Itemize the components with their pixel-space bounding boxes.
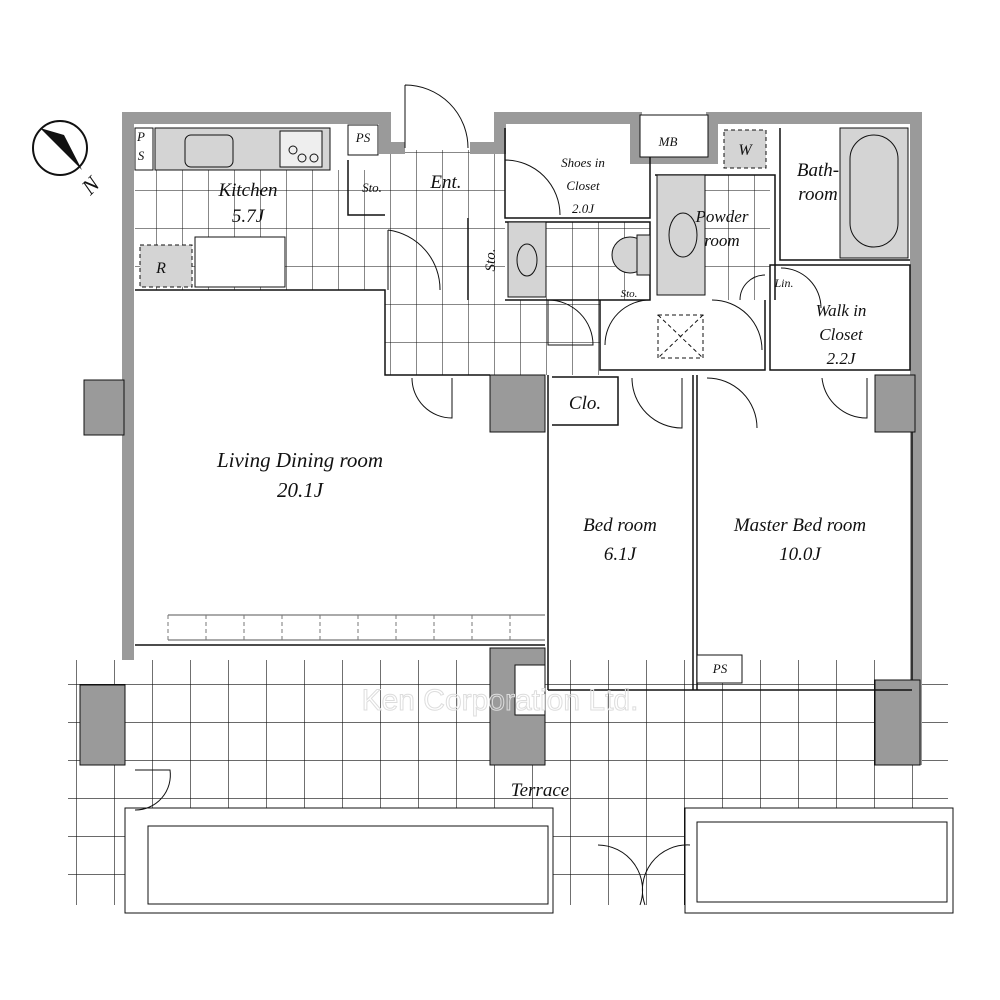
sink-icon	[184, 134, 234, 168]
stove-icon	[279, 130, 323, 168]
watermark: Ken Corporation Ltd.	[362, 684, 639, 717]
north-compass-icon: N	[32, 120, 106, 200]
ps-label: P	[136, 129, 145, 144]
bathroom-label: Bath-	[797, 160, 839, 181]
mb-label: MB	[658, 134, 678, 149]
storage-hall-label: Sto.	[483, 249, 499, 272]
walk-in-closet-size: 2.2J	[827, 349, 857, 368]
sliding-door-track	[168, 614, 545, 641]
powder-floor	[705, 175, 770, 300]
ps-bottom-label: PS	[712, 661, 728, 676]
shoes-closet-label-2: Closet	[566, 178, 600, 193]
outer-walls	[122, 112, 922, 765]
kitchen-size: 5.7J	[232, 206, 266, 227]
ps-top-label: PS	[355, 130, 371, 145]
door-swings	[134, 84, 868, 906]
walk-in-closet-label-2: Closet	[819, 325, 864, 344]
powder-room-label: Powder	[695, 207, 749, 226]
column	[874, 374, 916, 433]
storage-small-label: Sto.	[621, 288, 638, 300]
shoes-closet-label: Shoes in	[561, 155, 605, 170]
washer-label: W	[738, 142, 753, 159]
ps-label-2: S	[138, 148, 145, 163]
terrace-label: Terrace	[511, 780, 569, 801]
entrance-floor	[385, 150, 505, 375]
column	[874, 679, 921, 766]
column	[489, 374, 546, 433]
kitchen-island	[194, 236, 286, 288]
living-label: Living Dining room	[216, 448, 383, 472]
column	[79, 684, 126, 766]
master-bedroom-size: 10.0J	[779, 544, 822, 565]
storage-entrance-label: Sto.	[362, 180, 382, 195]
walk-in-closet-label: Walk in	[816, 301, 867, 320]
bedroom-label: Bed room	[583, 515, 657, 536]
hall-floor	[505, 300, 600, 375]
bathroom-label-2: room	[798, 184, 837, 205]
compass-label: N	[76, 170, 106, 200]
linen-label: Lin.	[773, 276, 793, 290]
bedroom-size: 6.1J	[604, 544, 638, 565]
column	[83, 379, 125, 436]
powder-room-label-2: room	[704, 231, 739, 250]
fridge-space	[139, 244, 193, 288]
living-size: 20.1J	[277, 478, 325, 502]
fridge-label: R	[155, 260, 166, 277]
closet-label: Clo.	[569, 393, 601, 414]
kitchen-label: Kitchen	[217, 180, 277, 201]
entrance-label: Ent.	[429, 172, 461, 193]
mb-box	[639, 114, 709, 158]
washer-space	[723, 129, 767, 169]
master-bedroom-label: Master Bed room	[733, 515, 866, 536]
shoes-closet-size: 2.0J	[572, 201, 595, 216]
